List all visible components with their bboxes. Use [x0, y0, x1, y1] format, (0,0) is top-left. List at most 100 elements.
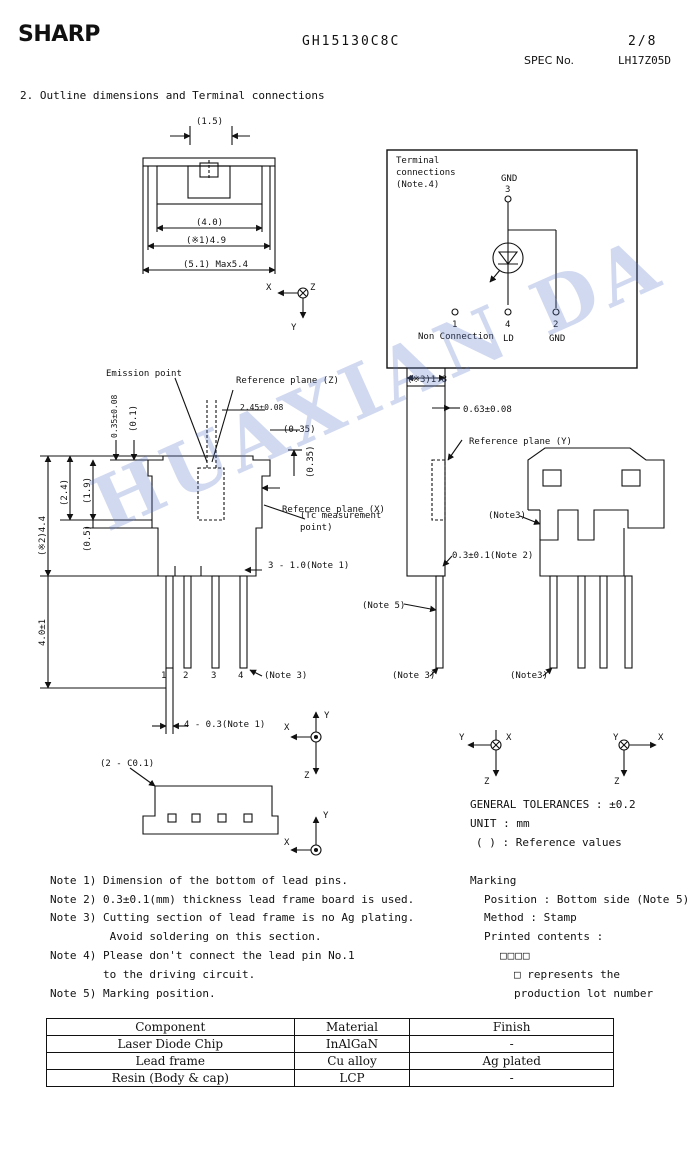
- terminal-title-2: connections: [396, 168, 456, 178]
- pin2-number: 2: [553, 320, 558, 330]
- pin-1-label: 1: [161, 671, 166, 681]
- back-axis-x: X: [658, 733, 664, 743]
- dim-0-35a: (0.35): [283, 425, 316, 435]
- dim-1-9: (1.9): [83, 477, 93, 504]
- axis-side-view: [467, 730, 502, 777]
- note-3: Note 3) Cutting section of lead frame is…: [50, 911, 415, 924]
- marking-position: Position : Bottom side (Note 5): [484, 893, 690, 906]
- terminal-title-3: (Note.4): [396, 180, 439, 190]
- marking-represents-1: □ represents the: [514, 968, 620, 981]
- spec-number: LH17Z05D: [618, 54, 671, 67]
- ref-plane-y-label: Reference plane (Y): [469, 437, 572, 447]
- pin2-label: GND: [549, 334, 565, 344]
- dim-0-35b: (0.35): [306, 445, 316, 478]
- front-axis-y: Y: [324, 711, 330, 721]
- axis-x-label: X: [266, 283, 272, 293]
- terminal-box: [386, 149, 638, 369]
- general-tolerances: GENERAL TOLERANCES : ±0.2: [470, 798, 636, 811]
- dim-1-8: (※3)1.8: [407, 375, 447, 385]
- cell-component: Laser Diode Chip: [46, 1035, 295, 1053]
- cell-component: Resin (Body & cap): [46, 1069, 295, 1087]
- table-row: Laser Diode Chip InAlGaN -: [46, 1035, 614, 1053]
- pin3-label: GND: [501, 174, 517, 184]
- front-axis-z: Z: [304, 771, 310, 781]
- note-1: Note 1) Dimension of the bottom of lead …: [50, 874, 349, 887]
- side-axis-x: X: [506, 733, 512, 743]
- axis-back-view: [618, 739, 657, 777]
- front-axis-x: X: [284, 723, 290, 733]
- dim-2-45: 2.45±0.08: [240, 403, 284, 412]
- page-number: 2/8: [628, 34, 658, 49]
- marking-printed: Printed contents :: [484, 930, 604, 943]
- pin-4-label: 4: [238, 671, 243, 681]
- cell-finish: Ag plated: [409, 1052, 614, 1070]
- cell-material: Cu alloy: [293, 1052, 411, 1070]
- brand-logo: SHARP: [18, 22, 100, 47]
- table-row: Lead frame Cu alloy Ag plated: [46, 1052, 614, 1070]
- dim-0-1: (0.1): [129, 405, 139, 432]
- pin3-number: 3: [505, 185, 510, 195]
- front-note3: (Note 3): [264, 671, 307, 681]
- note-5: Note 5) Marking position.: [50, 987, 216, 1000]
- top-view: [142, 126, 276, 274]
- side-axis-z: Z: [484, 777, 490, 787]
- model-number: GH15130C8C: [302, 34, 401, 49]
- note-2: Note 2) 0.3±0.1(mm) thickness lead frame…: [50, 893, 415, 906]
- side-view: [403, 368, 463, 677]
- header-component: Component: [46, 1018, 295, 1036]
- marking-boxes: □□□□: [500, 949, 531, 962]
- bottom-axis-y: Y: [323, 811, 329, 821]
- axis-z-label: Z: [310, 283, 316, 293]
- note-4-cont: to the driving circuit.: [50, 968, 256, 981]
- ref-plane-z-label: Reference plane (Z): [236, 376, 339, 386]
- dim-5-1: (5.1) Max5.4: [183, 260, 248, 270]
- back-axis-z: Z: [614, 777, 620, 787]
- pin-2-label: 2: [183, 671, 188, 681]
- pitch-note: 3 - 1.0(Note 1): [268, 561, 349, 571]
- section-title: 2. Outline dimensions and Terminal conne…: [20, 89, 325, 102]
- emission-point-label: Emission point: [106, 369, 182, 379]
- pin1-number: 1: [452, 320, 457, 330]
- dim-4-9: (※1)4.9: [186, 236, 226, 246]
- side-note5: (Note 5): [362, 601, 405, 611]
- tc-point-1: (Tc measurement: [300, 511, 381, 521]
- marking-title: Marking: [470, 874, 517, 887]
- back-note3b: (Note3): [510, 671, 548, 681]
- front-view: [40, 377, 306, 734]
- axis-y-label: Y: [291, 323, 297, 333]
- cell-finish: -: [409, 1069, 614, 1087]
- marking-represents-2: production lot number: [514, 987, 654, 1000]
- side-note3: (Note 3): [392, 671, 435, 681]
- note-3-cont: Avoid soldering on this section.: [50, 930, 322, 943]
- note-4: Note 4) Please don't connect the lead pi…: [50, 949, 355, 962]
- cell-component: Lead frame: [46, 1052, 295, 1070]
- pin4-label: LD: [503, 334, 514, 344]
- back-axis-y: Y: [613, 733, 619, 743]
- terminal-title-1: Terminal: [396, 156, 439, 166]
- side-axis-y: Y: [459, 733, 465, 743]
- axis-front-view: [290, 711, 322, 775]
- header-material: Material: [293, 1018, 411, 1036]
- dim-0-3: 0.3±0.1(Note 2): [452, 551, 533, 561]
- dim-0-63: 0.63±0.08: [463, 405, 512, 415]
- cell-finish: -: [409, 1035, 614, 1053]
- materials-table: Component Material Finish Laser Diode Ch…: [46, 1018, 614, 1087]
- cell-material: InAlGaN: [293, 1035, 411, 1053]
- dim-1-5: (1.5): [196, 117, 223, 127]
- pin-3-label: 3: [211, 671, 216, 681]
- spec-label: SPEC No.: [524, 54, 575, 67]
- bottom-axis-x: X: [284, 838, 290, 848]
- dim-4-0-1: 4.0±1: [38, 619, 48, 646]
- axis-top-view: [277, 287, 309, 319]
- cell-material: LCP: [293, 1069, 411, 1087]
- dim-0-5: (0.5): [83, 525, 93, 552]
- dim-0-35-tol: 0.35±0.08: [110, 394, 119, 438]
- bottom-view: [129, 767, 279, 835]
- marking-method: Method : Stamp: [484, 911, 577, 924]
- dim-2-4: (2.4): [60, 479, 70, 506]
- back-note3a: (Note3): [488, 511, 526, 521]
- back-view: [519, 447, 665, 677]
- pin4-number: 4: [505, 320, 510, 330]
- dim-4-0: (4.0): [196, 218, 223, 228]
- reference-values-label: ( ) : Reference values: [476, 836, 622, 849]
